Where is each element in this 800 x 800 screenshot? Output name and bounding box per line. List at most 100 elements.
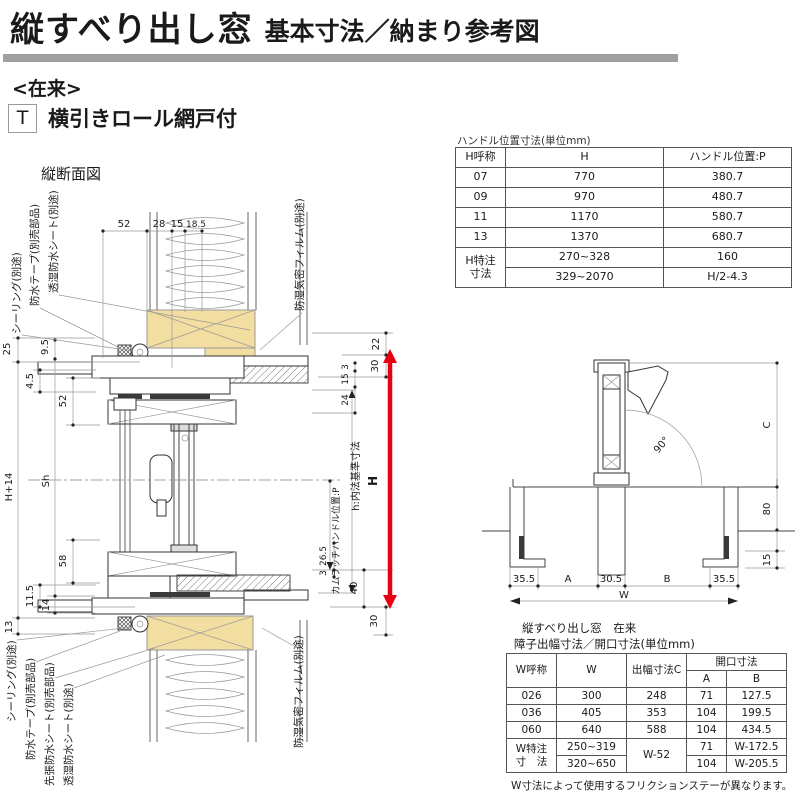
page-subtitle: 基本寸法／納まり参考図 xyxy=(264,17,540,46)
cell: 640 xyxy=(556,721,627,739)
cell: 199.5 xyxy=(726,704,787,722)
col-header: H呼称 xyxy=(455,147,506,168)
operator-handle xyxy=(149,454,173,504)
col-header: 開口寸法 xyxy=(686,653,787,671)
cell: 434.5 xyxy=(726,721,787,739)
col-header: 出幅寸法C xyxy=(626,653,687,688)
table-row: 320~650 104 W-205.5 xyxy=(507,755,787,773)
cell: 104 xyxy=(686,755,727,773)
dim-label: B xyxy=(664,574,671,585)
window-frame-section xyxy=(28,355,340,615)
dim-label: 40 xyxy=(349,582,360,595)
cell: W-205.5 xyxy=(726,755,787,773)
col-header: H xyxy=(505,147,664,168)
dim-label: 24 xyxy=(341,394,351,406)
cell: 104 xyxy=(686,704,727,722)
cell: 680.7 xyxy=(663,227,792,248)
dim-label: 13 xyxy=(4,621,15,634)
cell: 036 xyxy=(506,704,557,722)
cell: 09 xyxy=(455,187,506,208)
table-row: W特注 寸 法 250~319 W-52 71 W-172.5 xyxy=(506,738,787,773)
table-row: 036 405 353 104 199.5 xyxy=(506,704,787,722)
inner-height-label: h:内法基準寸法 xyxy=(349,441,362,511)
cell: 060 xyxy=(506,721,557,739)
table-row: 09 970 480.7 xyxy=(455,187,792,208)
handle-position-table: H呼称 H ハンドル位置:P 07 770 380.7 09 970 480.7… xyxy=(455,147,792,288)
col-header: B xyxy=(726,670,787,688)
page-title: 縦すべり出し窓 xyxy=(10,10,253,50)
size-table-subtitle: 障子出幅寸法／開口寸法(単位mm) xyxy=(514,637,695,651)
table-row: 060 640 588 104 434.5 xyxy=(506,721,787,739)
camlatch-position-label: カムラッチハンドル位置:P xyxy=(330,487,342,595)
cell: 13 xyxy=(455,227,506,248)
cell: 270~328 xyxy=(505,247,664,268)
dim-label: A xyxy=(565,574,572,585)
dim-label: 25 xyxy=(2,343,13,356)
cell: 329~2070 xyxy=(505,267,664,288)
table-row: 07 770 380.7 xyxy=(455,167,792,188)
type-label: 横引きロール網戸付 xyxy=(48,107,237,131)
dim-label: 52 xyxy=(118,219,131,230)
product-type-row: T 横引きロール網戸付 xyxy=(8,103,237,133)
cell: 07 xyxy=(455,167,506,188)
handle-table-title: ハンドル位置寸法(単位mm) xyxy=(457,135,591,147)
dim-label: 14 xyxy=(41,599,52,612)
overall-height-label: H xyxy=(366,476,380,486)
dim-label: 80 xyxy=(762,503,773,516)
frame-plan xyxy=(482,409,795,576)
cell: 248 xyxy=(626,687,687,705)
dim-label: 4.5 xyxy=(25,373,36,389)
swing-arc xyxy=(624,409,703,488)
material-label: 防水テープ(別売部品) xyxy=(28,204,41,306)
dim-label: W xyxy=(619,590,629,601)
interior-trim-board xyxy=(176,574,291,592)
table-header-row: W呼称 W 出幅寸法C 開口寸法 xyxy=(506,653,787,688)
cell: 588 xyxy=(626,721,687,739)
table-row: 026 300 248 71 127.5 xyxy=(506,687,787,705)
plan-section-drawing: 35.5 A 30.5 B 35.5 W C 80 15 90° xyxy=(482,359,795,605)
dim-label: 18.5 xyxy=(186,220,206,230)
cell: 480.7 xyxy=(663,187,792,208)
cell: 580.7 xyxy=(663,207,792,228)
col-header: W呼称 xyxy=(506,653,557,688)
material-label: 防湿気密フィルム(別途) xyxy=(292,635,305,748)
dim-label: 30.5 xyxy=(600,574,622,585)
cell: 405 xyxy=(556,704,627,722)
open-sash xyxy=(593,359,669,486)
dim-label: 11.5 xyxy=(25,585,36,607)
waterproof-tape xyxy=(117,616,132,631)
table-footnote: W寸法によって使用するフリクションステーが異なります。 xyxy=(511,780,793,792)
dim-label: 35.5 xyxy=(713,574,735,585)
dim-label: 3 xyxy=(319,570,329,576)
dim-label: 3 xyxy=(341,364,351,370)
label-line: W特注 xyxy=(515,743,548,756)
size-table-title: 縦すべり出し窓 在来 xyxy=(522,621,637,635)
material-label: 防湿気密フィルム(別途) xyxy=(293,198,306,311)
cell: 026 xyxy=(506,687,557,705)
header-divider xyxy=(3,54,678,62)
material-labels: シーリング(別途) 防水テープ(別売部品) 透湿防水シート(別途) 防湿気密フィ… xyxy=(5,190,306,786)
section-view-title: 縦断面図 xyxy=(41,165,102,183)
custom-size-label: W特注 寸 法 xyxy=(506,738,557,773)
cell: 1370 xyxy=(505,227,664,248)
height-dimension-arrow xyxy=(383,349,397,609)
dim-label: 9.5 xyxy=(40,339,51,355)
dimension-chains xyxy=(16,229,388,637)
sealing-backer xyxy=(131,615,149,633)
swing-angle-label: 90° xyxy=(652,435,672,456)
dim-label: Sh xyxy=(41,475,52,488)
vertical-section-drawing: 52 28 15 18.5 25 9.5 4.5 52 H+14 Sh 58 1… xyxy=(2,190,397,786)
dim-label: C xyxy=(762,421,773,428)
cell: 71 xyxy=(686,738,727,756)
dim-label: 26.5 xyxy=(319,546,329,566)
material-label: 防水テープ(別売部品) xyxy=(24,658,37,760)
cell: W-172.5 xyxy=(726,738,787,756)
cell: 127.5 xyxy=(726,687,787,705)
label-line: 寸法 xyxy=(469,266,492,280)
cell: 320~650 xyxy=(556,755,627,773)
dim-label: 15 xyxy=(171,219,184,230)
col-header: ハンドル位置:P xyxy=(663,147,792,168)
cell: 353 xyxy=(626,704,687,722)
custom-size-label: H特注 寸法 xyxy=(455,247,506,288)
